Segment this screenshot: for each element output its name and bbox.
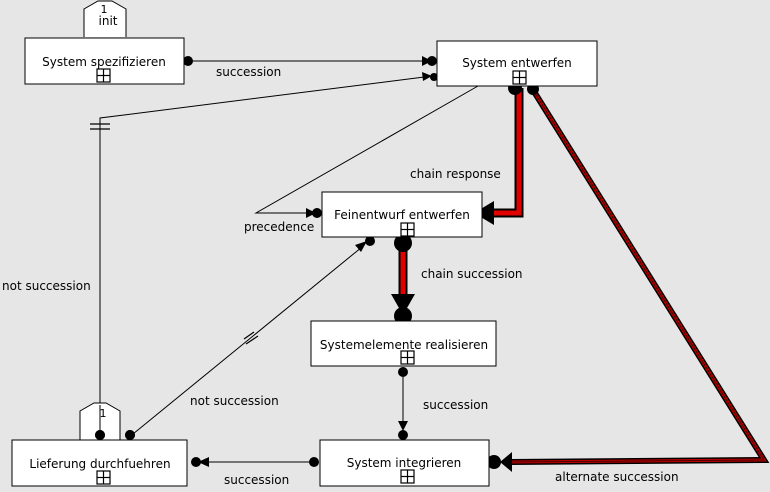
init-badge: 1 init xyxy=(83,0,127,37)
node-label-lieferung: Lieferung durchfuehren xyxy=(29,457,170,471)
edge-chain-succession[interactable]: chain succession xyxy=(391,234,523,325)
plus-box-icon[interactable] xyxy=(512,70,527,85)
plus-box-icon[interactable] xyxy=(400,222,415,237)
edge-alternate-succession[interactable]: alternate succession xyxy=(487,83,770,484)
edge-label-succession: succession xyxy=(216,65,281,79)
edge-label-chain-response: chain response xyxy=(410,167,501,181)
edge-endpoint-dot xyxy=(95,430,105,440)
init-label: init xyxy=(99,14,118,28)
plus-box-icon[interactable] xyxy=(96,68,111,83)
edge-not-succession-left[interactable]: not succession xyxy=(2,72,438,440)
node-label-spezifizieren: System spezifizieren xyxy=(42,55,166,69)
edge-label-precedence: precedence xyxy=(244,220,314,234)
edge-spezifizieren-entwerfen[interactable]: succession xyxy=(183,56,437,79)
plus-box-icon[interactable] xyxy=(96,470,111,485)
init-count: 1 xyxy=(101,3,108,16)
plus-box-icon[interactable] xyxy=(400,469,415,484)
node-system-entwerfen[interactable]: System entwerfen xyxy=(436,40,598,87)
edge-label-not-succession-diag: not succession xyxy=(190,394,279,408)
node-label-feinentwurf: Feinentwurf entwerfen xyxy=(334,208,470,222)
edge-realisieren-integrieren[interactable]: succession xyxy=(398,367,488,440)
edge-endpoint-dot xyxy=(125,430,135,440)
plus-box-icon[interactable] xyxy=(400,350,415,365)
node-system-integrieren[interactable]: System integrieren xyxy=(319,439,490,487)
node-system-spezifizieren[interactable]: System spezifizieren xyxy=(24,37,185,85)
node-systemelemente-realisieren[interactable]: Systemelemente realisieren xyxy=(310,320,497,367)
node-feinentwurf-entwerfen[interactable]: Feinentwurf entwerfen xyxy=(321,191,483,238)
edge-integrieren-lieferung[interactable]: succession xyxy=(191,457,319,487)
edge-label-not-succession-left: not succession xyxy=(2,279,91,293)
edge-label-alternate-succession: alternate succession xyxy=(555,470,679,484)
node-lieferung-durchfuehren[interactable]: Lieferung durchfuehren xyxy=(11,439,188,487)
lieferung-count: 1 xyxy=(100,407,107,420)
edge-label-chain-succession: chain succession xyxy=(421,267,523,281)
edge-chain-response[interactable]: chain response xyxy=(410,81,524,225)
node-label-realisieren: Systemelemente realisieren xyxy=(320,338,488,352)
edge-precedence[interactable]: precedence xyxy=(244,85,479,234)
node-label-integrieren: System integrieren xyxy=(347,456,462,470)
edge-label-succession-integ: succession xyxy=(224,473,289,487)
edge-label-succession-real: succession xyxy=(423,398,488,412)
node-label-entwerfen: System entwerfen xyxy=(462,56,572,70)
